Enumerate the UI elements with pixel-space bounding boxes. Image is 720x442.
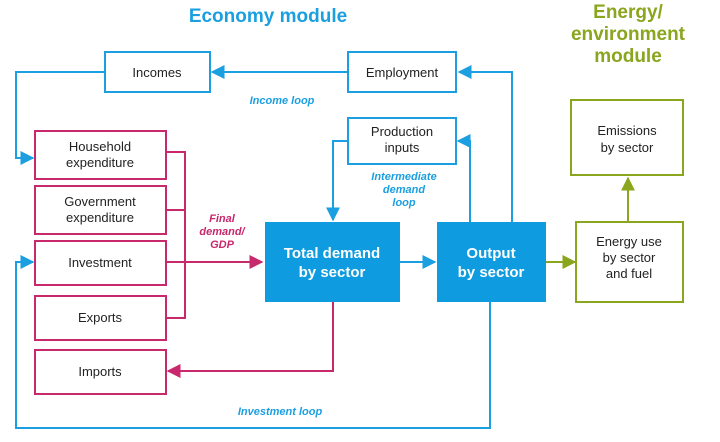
text-line: GDP bbox=[210, 239, 235, 251]
output-box: Output by sector bbox=[437, 222, 546, 302]
text-line: expenditure bbox=[66, 155, 134, 170]
text-line: environment bbox=[571, 24, 686, 45]
arrow-incomes-to-household bbox=[15, 71, 105, 165]
text-line: inputs bbox=[385, 140, 420, 155]
employment-label: Employment bbox=[366, 65, 439, 80]
text-line: Employment bbox=[366, 65, 439, 80]
investment-label: Investment bbox=[68, 255, 132, 270]
text-line: Energy use bbox=[596, 234, 662, 249]
connectors bbox=[15, 65, 635, 429]
text-line: demand/ bbox=[199, 226, 246, 238]
text-line: Investment loop bbox=[238, 406, 323, 418]
text-line: Final bbox=[209, 213, 236, 225]
text-line: Incomes bbox=[132, 65, 182, 80]
final-demand-bracket bbox=[166, 151, 186, 319]
text-line: Total demand bbox=[284, 245, 380, 262]
text-line: demand bbox=[383, 184, 425, 196]
arrow-production-to-total-demand bbox=[326, 140, 348, 222]
arrow-investment-loop bbox=[15, 255, 491, 429]
emissions-label: Emissions by sector bbox=[597, 123, 657, 155]
text-line: loop bbox=[392, 197, 415, 209]
economy-module-title: Economy module bbox=[189, 6, 347, 27]
text-line: Production bbox=[371, 124, 433, 139]
imports-box: Imports bbox=[34, 349, 167, 395]
text-line: by sector bbox=[603, 250, 656, 265]
total-demand-box: Total demand by sector bbox=[265, 222, 400, 302]
income-loop-label: Income loop bbox=[250, 95, 315, 107]
text-line: Income loop bbox=[250, 95, 315, 107]
text-line: by sector bbox=[299, 264, 366, 281]
text-line: Energy/ bbox=[593, 2, 663, 23]
text-line: Government bbox=[64, 194, 136, 209]
total-demand-label: Total demand by sector bbox=[284, 245, 380, 281]
exports-box: Exports bbox=[34, 295, 167, 341]
imports-label: Imports bbox=[78, 364, 122, 379]
text-line: expenditure bbox=[66, 210, 134, 225]
text-line: by sector bbox=[458, 264, 525, 281]
arrow-total-demand-to-imports bbox=[166, 302, 334, 378]
text-line: module bbox=[594, 46, 662, 67]
arrow-output-to-production bbox=[456, 134, 471, 222]
exports-label: Exports bbox=[78, 310, 123, 325]
text-line: Output bbox=[466, 245, 515, 262]
emissions-box: Emissions by sector bbox=[570, 99, 684, 176]
text-line: Household bbox=[69, 139, 131, 154]
text-line: Investment bbox=[68, 255, 132, 270]
arrow-output-to-employment bbox=[457, 65, 513, 222]
text-line: Imports bbox=[78, 364, 122, 379]
incomes-box: Incomes bbox=[104, 51, 211, 93]
text-line: Exports bbox=[78, 310, 123, 325]
investment-loop-label: Investment loop bbox=[238, 406, 323, 418]
employment-box: Employment bbox=[347, 51, 457, 93]
incomes-label: Incomes bbox=[132, 65, 182, 80]
text-line: Intermediate bbox=[371, 171, 436, 183]
output-label: Output by sector bbox=[458, 245, 525, 281]
investment-box: Investment bbox=[34, 240, 167, 286]
text-line: and fuel bbox=[606, 266, 652, 281]
text-line: Emissions bbox=[597, 123, 657, 138]
text-line: by sector bbox=[601, 140, 654, 155]
